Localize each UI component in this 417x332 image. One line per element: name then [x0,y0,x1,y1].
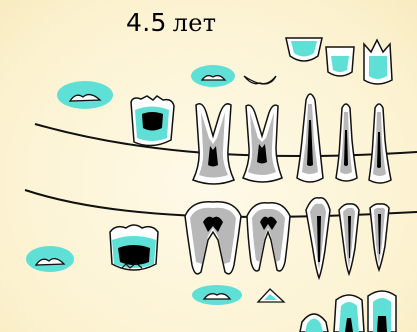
lower-permanent-molar-crypt [110,225,158,270]
permanent-crown-upper-3 [364,40,392,84]
upper-molar-germ-crypt [57,81,113,109]
upper-lateral-incisor [336,104,357,181]
permanent-crown-upper-2 [326,47,354,76]
upper-canine [297,94,323,182]
upper-primary-molar-2 [243,105,282,182]
permanent-crown-lower-1 [300,314,328,332]
lower-primary-molar-2 [247,203,290,271]
upper-incisor-germ-crypt [191,65,235,87]
lower-canine-germ [258,289,284,302]
lower-incisor-germ-crypt [192,285,242,305]
lower-primary-molar-1 [185,202,241,274]
lower-molar-germ-crypt [26,246,74,272]
lower-canine [306,198,330,278]
upper-primary-molar-1 [193,104,234,184]
permanent-crown-upper-1 [286,38,322,61]
upper-canine-germ [244,76,276,84]
upper-central-incisor [369,104,391,183]
upper-permanent-molar-crypt [131,96,174,146]
permanent-crown-lower-2 [334,295,364,332]
lower-central-incisor [370,204,389,270]
permanent-crown-lower-3 [368,291,396,332]
lower-lateral-incisor [339,204,359,274]
